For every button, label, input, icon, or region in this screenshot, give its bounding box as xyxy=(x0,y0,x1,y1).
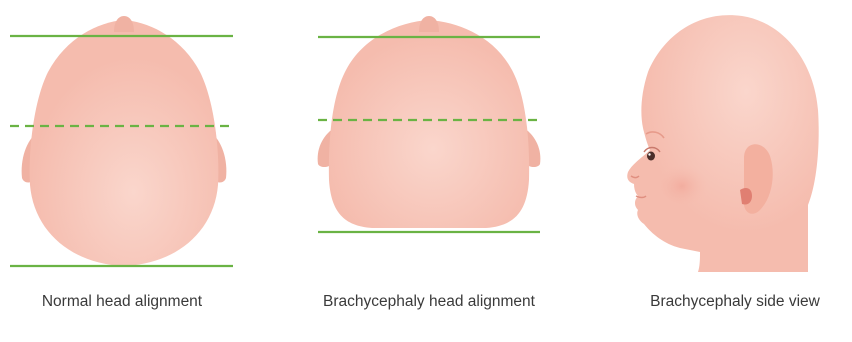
side-cheek-blush xyxy=(656,164,708,208)
brachy-hair-tuft xyxy=(419,16,439,32)
normal-hair-tuft xyxy=(114,16,134,32)
normal-head-figure xyxy=(10,16,233,266)
side-eye xyxy=(647,152,655,161)
caption-brachycephaly-head-alignment: Brachycephaly head alignment xyxy=(318,290,540,314)
brachy-head-shape xyxy=(329,20,529,228)
normal-head-shape xyxy=(30,20,219,266)
brachycephaly-side-figure xyxy=(627,15,818,272)
caption-brachycephaly-side-view: Brachycephaly side view xyxy=(618,290,852,314)
side-head-profile xyxy=(627,15,818,272)
caption-normal-head-alignment: Normal head alignment xyxy=(0,290,244,314)
brachycephaly-head-figure xyxy=(318,16,541,232)
side-eye-highlight xyxy=(648,153,650,155)
